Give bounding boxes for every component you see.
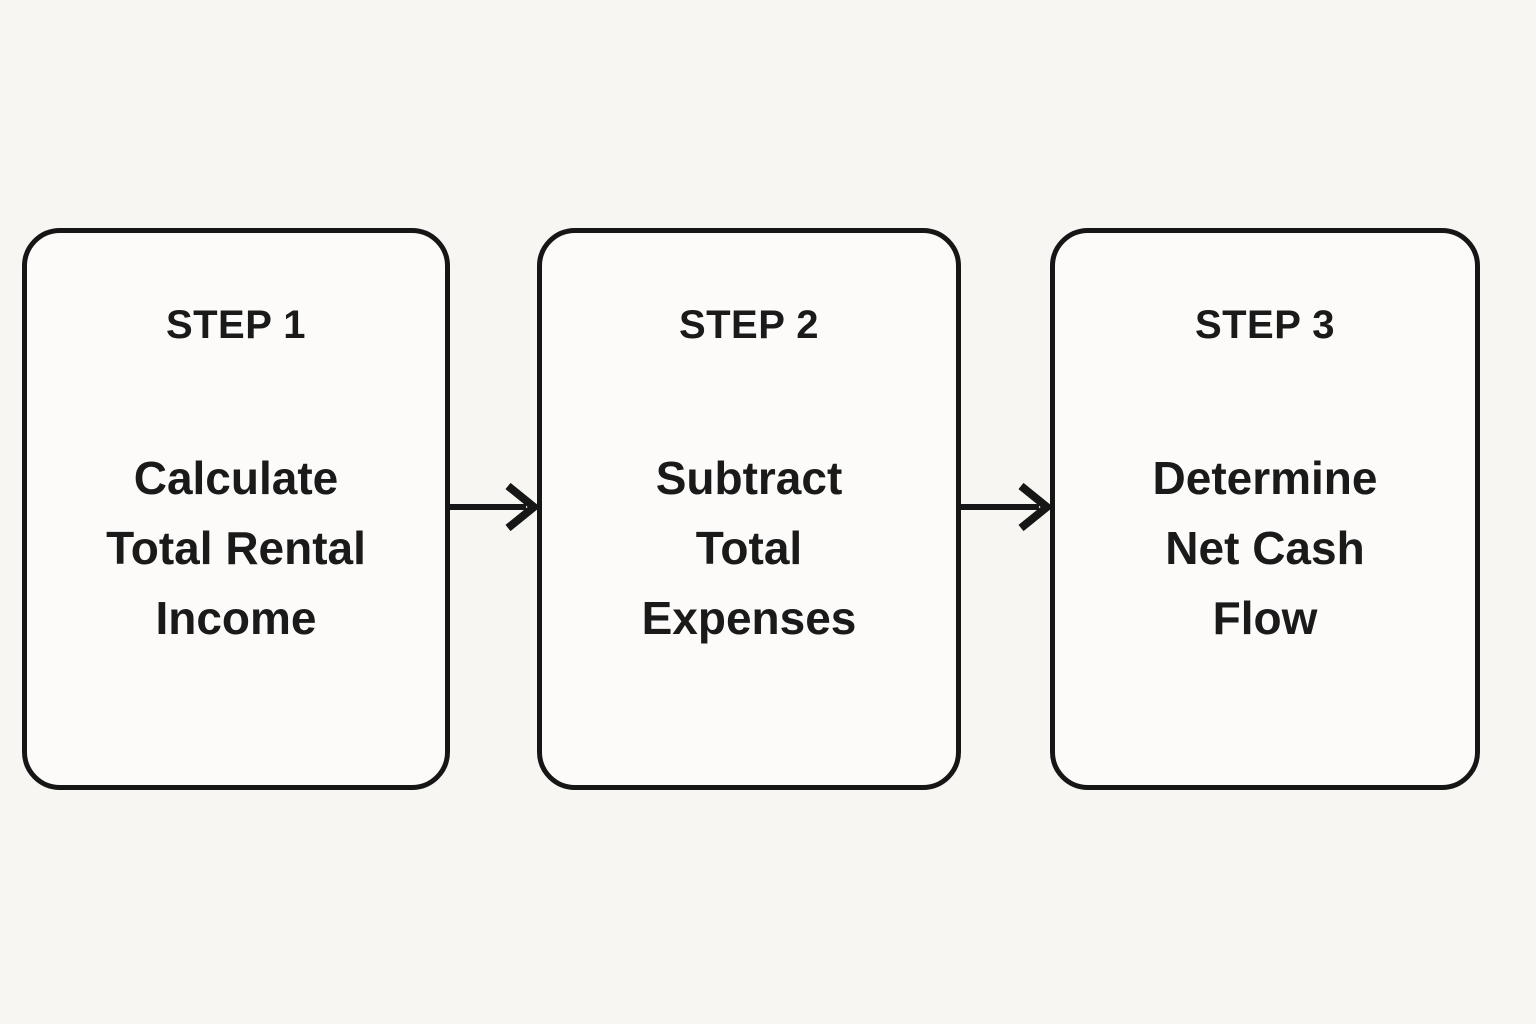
arrow-right-icon	[961, 483, 1051, 531]
step-title-1: Calculate Total Rental Income	[106, 452, 366, 644]
step-label-2: STEP 2	[678, 303, 820, 347]
arrow-right-icon	[450, 483, 538, 531]
step-box-3: STEP 3 Determine Net Cash Flow	[1050, 228, 1480, 790]
step-title-3: Determine Net Cash Flow	[1152, 452, 1378, 644]
step-box-2: STEP 2 Subtract Total Expenses	[537, 228, 961, 790]
step-title-2: Subtract Total Expenses	[641, 452, 857, 644]
step-label-1: STEP 1	[165, 303, 307, 347]
step-label-3: STEP 3	[1194, 303, 1336, 347]
step-box-1: STEP 1 Calculate Total Rental Income	[22, 228, 450, 790]
